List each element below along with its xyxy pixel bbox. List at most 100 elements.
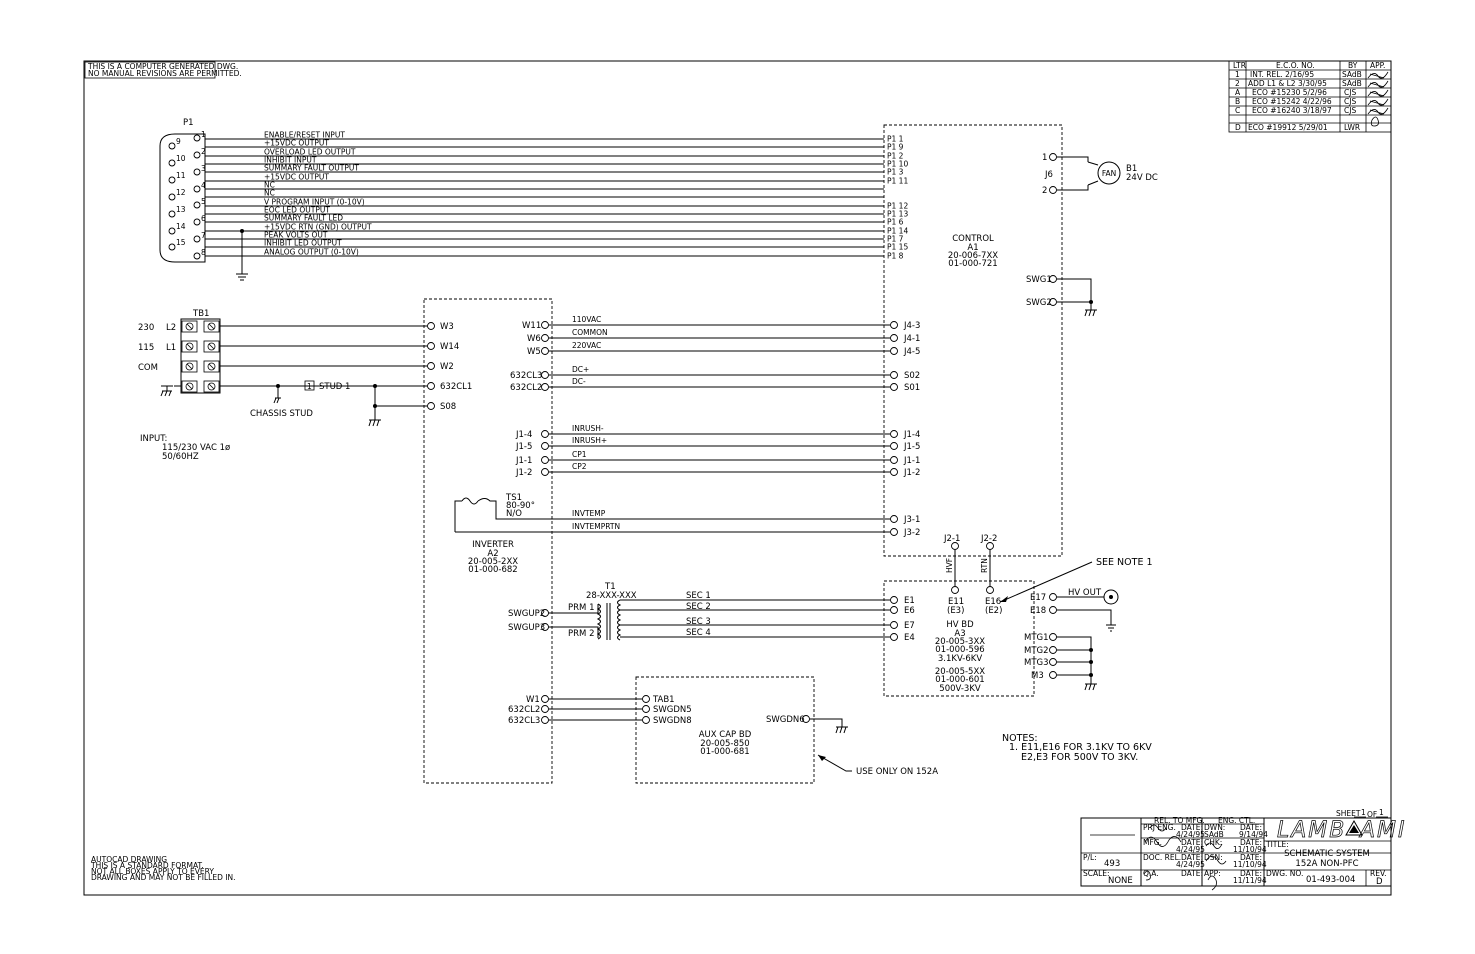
p1-pin-number: 13 <box>176 205 186 214</box>
wire-label: COMMON <box>572 328 608 337</box>
dwg-no-value: 01-493-004 <box>1306 875 1355 885</box>
rel-to-mfg-label: REL. TO MFG. <box>1154 816 1205 825</box>
see-note-callout: SEE NOTE 1 <box>999 557 1153 603</box>
e17-label: E17 <box>1030 593 1046 603</box>
p1-ground <box>236 229 248 281</box>
control-pn1: 20-006-7XX <box>948 251 998 261</box>
prj-eng-date: 4/24/95 <box>1176 830 1205 839</box>
dsn-date: 11/10/94 <box>1233 860 1267 869</box>
hv-bd-pn2: 01-000-596 <box>935 645 984 655</box>
inverter-pin-label: 632CL2 <box>510 383 542 393</box>
wire-label: DC+ <box>572 365 589 374</box>
hv-bd-ref: A3 <box>954 629 965 639</box>
j6-pin1: 1 <box>1042 153 1047 163</box>
e7-label: E7 <box>904 621 915 631</box>
inverter-control-wires: W11110VACJ4-3W6COMMONJ4-1W5220VACJ4-5632… <box>510 315 920 538</box>
inverter-pin-label: J1-5 <box>515 442 532 452</box>
date-label: DATE: <box>1240 869 1262 878</box>
wire-label: 220VAC <box>572 341 601 350</box>
wire-label: INRUSH+ <box>572 436 607 445</box>
date-label: DATE: <box>1240 853 1262 862</box>
app-date: 11/11/94 <box>1233 876 1267 885</box>
p1-pin <box>193 185 201 193</box>
inverter-pin <box>427 362 435 370</box>
tb1-wires: 1 STUD 1 CHASSIS STUD <box>220 325 427 427</box>
signature <box>1205 855 1227 865</box>
p1-pin-number: 2 <box>201 147 206 156</box>
sheet-of: OF <box>1367 810 1377 819</box>
p1-signal-label: +15VDC OUTPUT <box>264 139 329 148</box>
p1-pin <box>168 210 176 218</box>
inverter-pin-label: 632CL1 <box>440 382 472 392</box>
inverter-pn2: 01-000-682 <box>468 565 517 575</box>
approval-signature <box>1367 107 1389 115</box>
p1-pin-number: 5 <box>201 197 206 206</box>
secondary-winding <box>617 599 622 641</box>
control-p1-pin-label: P1 13 <box>887 210 908 219</box>
control-p1-pin-label: P1 14 <box>887 227 908 236</box>
p1-pin-number: 12 <box>176 188 186 197</box>
rev-ltr: 2 <box>1235 79 1240 88</box>
sheet-number: 1 <box>1361 808 1366 817</box>
tab1-label: TAB1 <box>652 695 675 705</box>
p1-pin-number: 11 <box>176 171 186 180</box>
signature <box>1207 875 1217 891</box>
control-pin <box>890 442 898 450</box>
date-label: DATE: <box>1181 869 1203 878</box>
p1-shell <box>159 133 206 263</box>
rev-value: D <box>1376 877 1383 887</box>
wire-label: INVTEMP <box>572 509 606 518</box>
input-label: INPUT: <box>140 434 167 444</box>
ts1-type: N/O <box>506 509 522 519</box>
fan-voltage: 24V DC <box>1126 173 1158 183</box>
wire-label: 110VAC <box>572 315 601 324</box>
hv-board: E11 (E3) E16 (E2) HV BD A3 20-005-3XX 01… <box>935 586 1119 694</box>
fan-ref: B1 <box>1126 164 1137 174</box>
scale-label: SCALE: <box>1083 869 1110 878</box>
control-p1-pin-label: P1 2 <box>887 152 904 161</box>
autocad-line-1: AUTOCAD DRAWING <box>91 855 167 864</box>
p1-label: P1 <box>183 118 194 128</box>
control-board-outline <box>883 124 1063 557</box>
approval-signature <box>1367 80 1389 88</box>
ts1-temp: 80-90° <box>506 501 535 511</box>
t1-pn: 28-XXX-XXX <box>586 591 637 601</box>
p1-pin-number: 14 <box>176 222 186 231</box>
p1-signal-label: NC <box>264 189 275 198</box>
hv-out-label: HV OUT <box>1068 588 1102 598</box>
m3-label: M3 <box>1031 671 1044 681</box>
control-pin-label: J4-5 <box>903 347 920 357</box>
prj-eng-label: PRJ ENG. <box>1143 823 1176 832</box>
swg2-label: SWG2 <box>1026 298 1052 308</box>
drawing-border <box>83 60 1392 896</box>
approval-signature <box>1367 71 1389 79</box>
p1-signal-label: OVERLOAD LED OUTPUT <box>264 148 356 157</box>
signature <box>1143 870 1151 881</box>
input-voltage: 115/230 VAC 1ø <box>162 443 230 453</box>
rev-eco: ECO #16240 3/18/97 <box>1252 106 1332 115</box>
fan-text: FAN <box>1102 169 1116 178</box>
p1-pin <box>168 243 176 251</box>
swgdn6-label: SWGDN6 <box>766 715 805 725</box>
hv-bd-name: HV BD <box>946 620 974 630</box>
rev-header-app: APP. <box>1370 61 1385 70</box>
control-p1-pin-label: P1 15 <box>887 243 908 252</box>
inverter-label: INVERTER A2 20-005-2XX 01-000-682 <box>468 540 518 575</box>
qa-label: Q.A. <box>1143 869 1159 878</box>
inverter-pin-label: S08 <box>440 402 456 412</box>
input-frequency: 50/60HZ <box>162 452 199 462</box>
rev-ltr: 1 <box>1235 70 1240 79</box>
wire-label: CP1 <box>572 450 587 459</box>
dwg-no-label: DWG. NO. <box>1266 869 1303 878</box>
tb1-label: TB1 <box>192 309 209 319</box>
doc-rel-date: 4/24/95 <box>1176 860 1205 869</box>
swg1-label: SWG1 <box>1026 275 1052 285</box>
inverter-outline <box>423 298 553 784</box>
j2-2-label: J2-2 <box>980 534 997 544</box>
rev-by: CJS <box>1344 97 1356 106</box>
approval-signature <box>1367 89 1389 97</box>
e6-label: E6 <box>904 606 915 616</box>
p1-pin-number: 9 <box>176 137 181 146</box>
p1-signal-label: INHIBIT LED OUTPUT <box>264 239 342 248</box>
